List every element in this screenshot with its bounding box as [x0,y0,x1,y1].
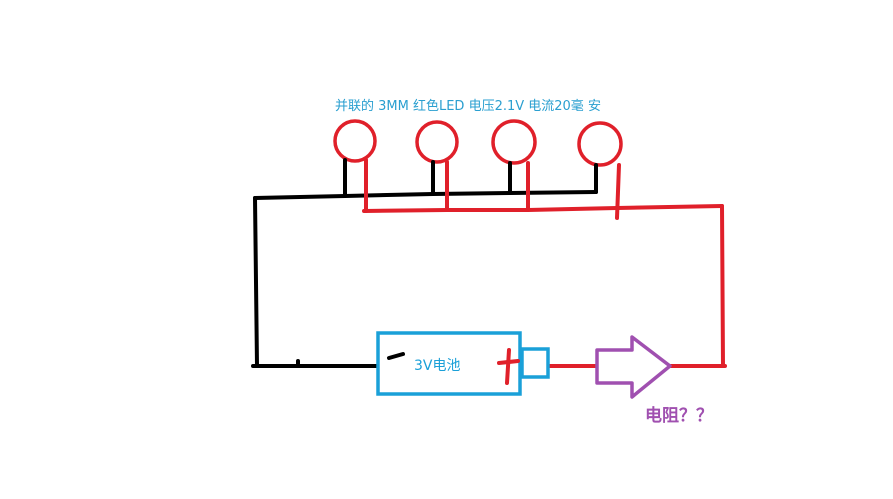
led-1 [333,119,377,163]
positive-bus [362,204,724,213]
led-3 [491,119,537,165]
positive-right-wire [720,204,725,368]
negative-wiring [251,158,598,368]
battery-label: 3V电池 [414,358,460,374]
resistor-symbol [595,335,672,399]
battery: 3V电池 [376,331,550,396]
led-array [333,119,623,167]
negative-left-wire [253,196,259,368]
battery-minus-mark [387,352,405,360]
led-4 [577,121,623,167]
positive-wiring [362,158,727,368]
led-4-positive-lead [615,163,621,220]
battery-plus-mark [497,348,520,385]
negative-bus [253,190,598,200]
led-2 [415,120,459,164]
resistor-label: 电阻？？ [645,405,713,426]
diagram-title: 并联的 3MM 红色LED 电压2.1V 电流20毫 安 [335,98,601,114]
battery-body [376,331,522,396]
battery-terminal [520,347,550,379]
